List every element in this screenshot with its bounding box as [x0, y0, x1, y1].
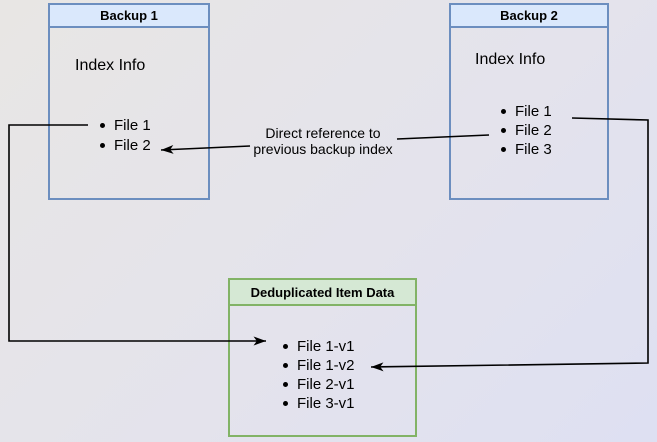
backup1-box: Backup 1 Index Info File 1 File 2: [48, 3, 210, 200]
list-item: File 3-v1: [282, 394, 355, 413]
edge-label-line1: Direct reference to: [265, 125, 381, 141]
backup1-file-list: File 1 File 2: [99, 116, 151, 156]
backup2-title: Backup 2: [451, 5, 607, 28]
dedup-title: Deduplicated Item Data: [230, 280, 415, 306]
list-item: File 2-v1: [282, 375, 355, 394]
list-item: File 3: [500, 140, 552, 159]
list-item: File 1: [500, 102, 552, 121]
backup2-file-list: File 1 File 2 File 3: [500, 102, 552, 159]
edge-label-direct-reference: Direct reference to previous backup inde…: [233, 125, 413, 157]
list-item: File 1: [99, 116, 151, 136]
list-item: File 1-v2: [282, 356, 355, 375]
backup2-index-info-label: Index Info: [475, 51, 546, 68]
list-item: File 1-v1: [282, 337, 355, 356]
list-item: File 2: [99, 136, 151, 156]
deduplicated-item-data-box: Deduplicated Item Data File 1-v1 File 1-…: [228, 278, 417, 437]
backup1-title: Backup 1: [50, 5, 208, 28]
edge-label-line2: previous backup index: [253, 141, 393, 157]
backup2-box: Backup 2 Index Info File 1 File 2 File 3: [449, 3, 609, 200]
backup1-index-info-label: Index Info: [75, 57, 146, 74]
list-item: File 2: [500, 121, 552, 140]
dedup-item-list: File 1-v1 File 1-v2 File 2-v1 File 3-v1: [282, 337, 355, 413]
